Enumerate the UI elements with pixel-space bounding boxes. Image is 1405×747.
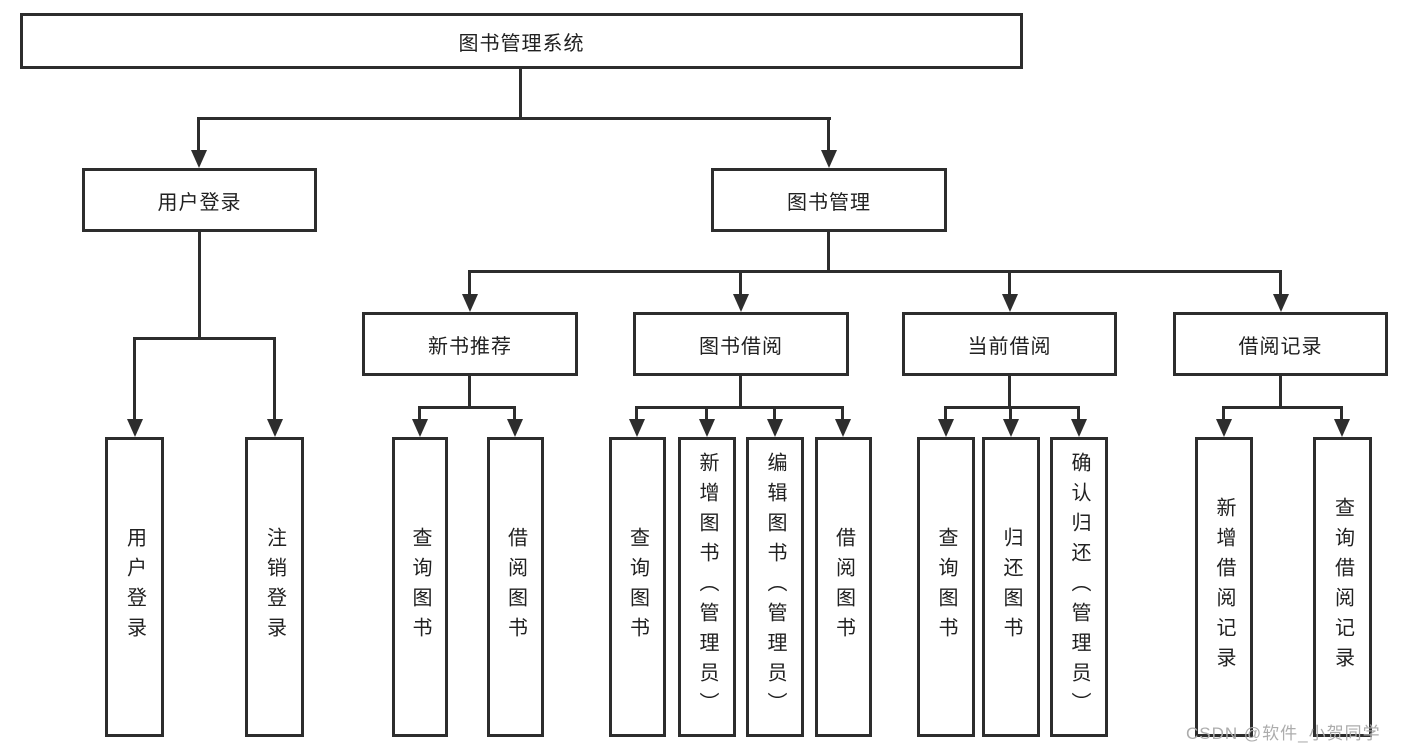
leaf-add-books-admin-label: 新增图书（管理员） xyxy=(696,452,718,722)
node-book-borrow: 图书借阅 xyxy=(633,312,849,376)
node-user-login-label: 用户登录 xyxy=(157,191,242,214)
leaf-confirm-return-admin-label: 确认归还（管理员） xyxy=(1068,452,1090,722)
arrowhead-down-icon xyxy=(1273,294,1289,312)
connector-vline xyxy=(841,406,844,419)
connector-vline xyxy=(1009,406,1012,419)
leaf-query-books-current: 查询图书 xyxy=(917,437,975,737)
leaf-query-books-borrow: 查询图书 xyxy=(609,437,666,737)
node-root-label: 图书管理系统 xyxy=(458,32,585,55)
node-book-mgmt: 图书管理 xyxy=(711,168,947,232)
connector-vline xyxy=(827,117,830,150)
connector-vline xyxy=(773,406,776,419)
csdn-watermark: CSDN @软件_小贺同学 xyxy=(1186,724,1381,743)
connector-vline xyxy=(739,270,742,294)
arrowhead-down-icon xyxy=(1071,419,1087,437)
arrowhead-down-icon xyxy=(938,419,954,437)
leaf-add-borrow-record: 新增借阅记录 xyxy=(1195,437,1253,737)
arrowhead-down-icon xyxy=(267,419,283,437)
leaf-return-books: 归还图书 xyxy=(982,437,1040,737)
arrowhead-down-icon xyxy=(835,419,851,437)
connector-vline xyxy=(1279,376,1282,406)
connector-vline xyxy=(635,406,638,419)
leaf-query-books-current-label: 查询图书 xyxy=(935,527,957,647)
leaf-borrow-books-label: 借阅图书 xyxy=(832,527,855,647)
connector-vline xyxy=(468,270,471,294)
connector-vline xyxy=(1279,270,1282,294)
connector-vline xyxy=(1340,406,1343,419)
node-new-book-rec-label: 新书推荐 xyxy=(428,335,512,358)
connector-vline xyxy=(519,69,522,117)
connector-vline xyxy=(133,337,136,419)
arrowhead-down-icon xyxy=(127,419,143,437)
leaf-borrow-books: 借阅图书 xyxy=(815,437,872,737)
arrowhead-down-icon xyxy=(191,150,207,168)
connector-hline xyxy=(199,117,831,120)
arrowhead-down-icon xyxy=(1003,419,1019,437)
leaf-user-login: 用户登录 xyxy=(105,437,164,737)
leaf-query-borrow-record-label: 查询借阅记录 xyxy=(1331,497,1354,677)
leaf-borrow-books-newrec-label: 借阅图书 xyxy=(504,527,527,647)
connector-vline xyxy=(468,376,471,406)
leaf-query-borrow-record: 查询借阅记录 xyxy=(1313,437,1372,737)
leaf-logout-label: 注销登录 xyxy=(263,527,286,647)
leaf-edit-books-admin: 编辑图书（管理员） xyxy=(746,437,804,737)
connector-hline xyxy=(420,406,516,409)
arrowhead-down-icon xyxy=(767,419,783,437)
leaf-return-books-label: 归还图书 xyxy=(1000,527,1022,647)
connector-hline xyxy=(470,270,1281,273)
connector-hline xyxy=(946,406,1080,409)
leaf-add-borrow-record-label: 新增借阅记录 xyxy=(1213,497,1235,677)
connector-vline xyxy=(197,117,200,150)
leaf-add-books-admin: 新增图书（管理员） xyxy=(678,437,736,737)
arrowhead-down-icon xyxy=(821,150,837,168)
leaf-query-books-newrec: 查询图书 xyxy=(392,437,448,737)
connector-vline xyxy=(418,406,421,419)
connector-vline xyxy=(198,232,201,337)
leaf-edit-books-admin-label: 编辑图书（管理员） xyxy=(764,452,786,722)
connector-vline xyxy=(739,376,742,406)
arrowhead-down-icon xyxy=(507,419,523,437)
arrowhead-down-icon xyxy=(1002,294,1018,312)
leaf-borrow-books-newrec: 借阅图书 xyxy=(487,437,544,737)
leaf-logout: 注销登录 xyxy=(245,437,304,737)
node-new-book-rec: 新书推荐 xyxy=(362,312,578,376)
arrowhead-down-icon xyxy=(629,419,645,437)
connector-vline xyxy=(1008,270,1011,294)
leaf-user-login-label: 用户登录 xyxy=(123,527,146,647)
arrowhead-down-icon xyxy=(462,294,478,312)
arrowhead-down-icon xyxy=(1334,419,1350,437)
arrowhead-down-icon xyxy=(733,294,749,312)
connector-vline xyxy=(1008,376,1011,406)
connector-hline xyxy=(637,406,844,409)
connector-vline xyxy=(705,406,708,419)
node-root: 图书管理系统 xyxy=(20,13,1023,69)
connector-vline xyxy=(273,337,276,419)
connector-hline xyxy=(135,337,276,340)
arrowhead-down-icon xyxy=(1216,419,1232,437)
node-user-login: 用户登录 xyxy=(82,168,317,232)
arrowhead-down-icon xyxy=(412,419,428,437)
connector-vline xyxy=(513,406,516,419)
connector-vline xyxy=(944,406,947,419)
leaf-confirm-return-admin: 确认归还（管理员） xyxy=(1050,437,1108,737)
connector-vline xyxy=(1222,406,1225,419)
node-book-borrow-label: 图书借阅 xyxy=(699,335,783,358)
connector-hline xyxy=(1224,406,1343,409)
node-borrow-record: 借阅记录 xyxy=(1173,312,1388,376)
connector-vline xyxy=(827,232,830,270)
connector-vline xyxy=(1077,406,1080,419)
node-borrow-record-label: 借阅记录 xyxy=(1238,335,1323,358)
node-current-borrow: 当前借阅 xyxy=(902,312,1117,376)
leaf-query-books-newrec-label: 查询图书 xyxy=(409,527,431,647)
node-book-mgmt-label: 图书管理 xyxy=(787,191,871,214)
arrowhead-down-icon xyxy=(699,419,715,437)
leaf-query-books-borrow-label: 查询图书 xyxy=(626,527,649,647)
node-current-borrow-label: 当前借阅 xyxy=(967,335,1052,358)
